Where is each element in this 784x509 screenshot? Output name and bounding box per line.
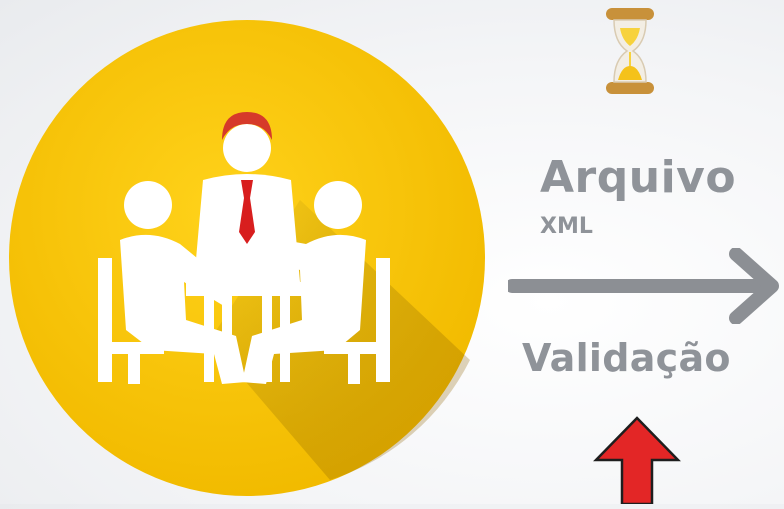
- red-tie: [239, 180, 255, 244]
- red-hair: [222, 112, 272, 140]
- validation-label: Validação: [522, 336, 731, 380]
- arrow-up-icon: [593, 416, 681, 504]
- right-person: [242, 181, 390, 384]
- table: [186, 282, 308, 382]
- left-person: [98, 181, 246, 384]
- file-type-label: Arquivo: [540, 152, 737, 203]
- hourglass-icon: [606, 8, 654, 94]
- file-format-label: XML: [540, 214, 593, 239]
- meeting-people-icon: [9, 20, 485, 496]
- arrow-right-icon: [508, 248, 779, 324]
- meeting-illustration: [9, 20, 485, 496]
